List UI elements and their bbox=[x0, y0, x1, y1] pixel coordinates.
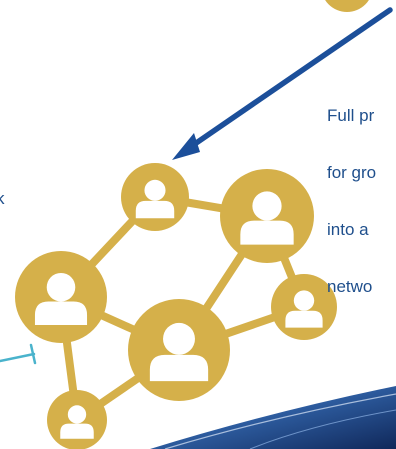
caption-line: for gro bbox=[327, 163, 377, 182]
arrow-shaft bbox=[183, 7, 393, 153]
caption-right: Full pr for gro into a netwo bbox=[327, 68, 376, 315]
cyan-connector bbox=[0, 343, 37, 365]
banner-glow-line bbox=[249, 409, 396, 449]
banner-background bbox=[150, 386, 396, 449]
node-center-large bbox=[128, 299, 230, 401]
caption-line: Full pr bbox=[327, 106, 375, 125]
node-bottom-left bbox=[47, 390, 107, 449]
caption-left-fragment: k bbox=[0, 189, 5, 208]
arrow-head-icon bbox=[172, 133, 200, 160]
caption-line: netwo bbox=[327, 277, 373, 296]
caption-line: into a bbox=[327, 220, 369, 239]
top-node-partial bbox=[325, 0, 369, 12]
node-left bbox=[15, 251, 107, 343]
node-top-right bbox=[220, 169, 314, 263]
node-right-small bbox=[271, 274, 337, 340]
banner-highlight-line bbox=[164, 393, 396, 449]
node-top-small bbox=[121, 163, 189, 231]
